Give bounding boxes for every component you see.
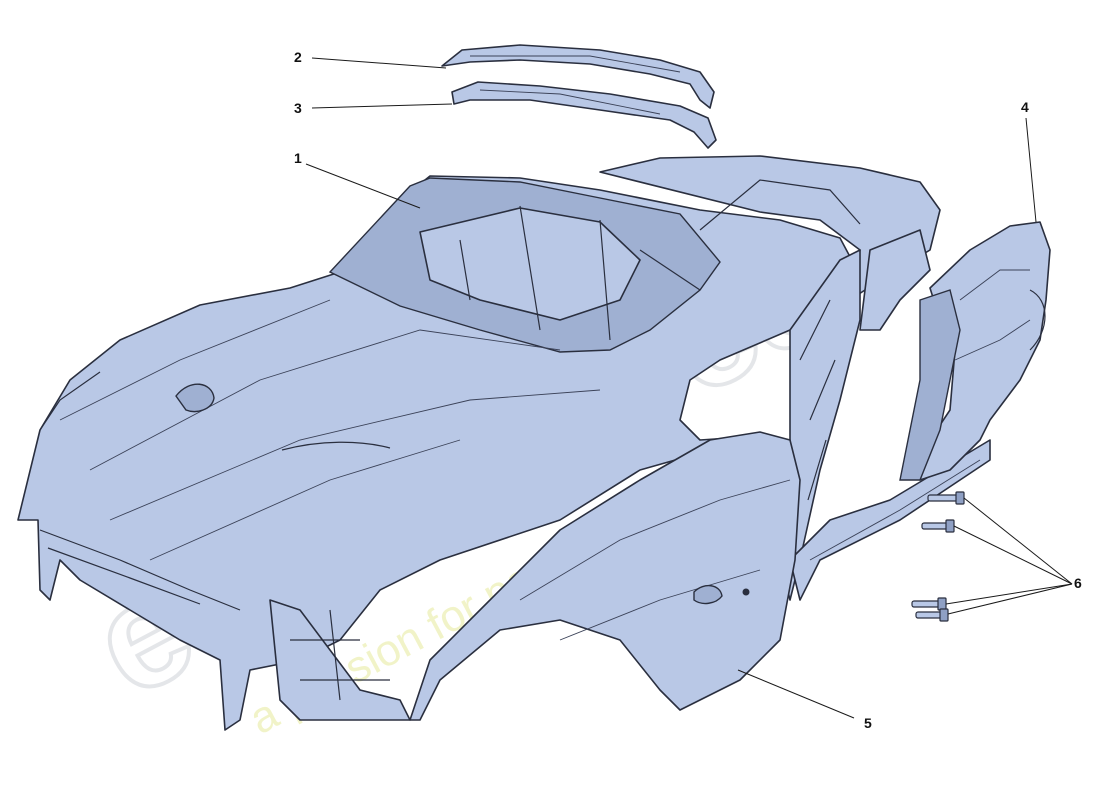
part-1-body-shell bbox=[17, 155, 991, 731]
bolt-icon bbox=[921, 519, 955, 533]
callout-3: 3 bbox=[294, 100, 302, 116]
callout-1: 1 bbox=[294, 150, 302, 166]
callout-6: 6 bbox=[1074, 575, 1082, 591]
part-3-windshield-header-lower bbox=[451, 81, 717, 149]
callout-labels: 1 2 3 4 5 6 bbox=[294, 49, 1082, 731]
callout-4: 4 bbox=[1021, 99, 1029, 115]
bolt-icon bbox=[915, 608, 949, 622]
part-4-rear-quarter-panel bbox=[899, 221, 1051, 481]
part-5-front-fender bbox=[409, 431, 801, 721]
leader-lines bbox=[305, 57, 1073, 719]
part-2-windshield-header-upper bbox=[441, 44, 715, 109]
part-6-fasteners bbox=[911, 491, 965, 622]
callout-5: 5 bbox=[864, 715, 872, 731]
bolt-icon bbox=[911, 597, 947, 611]
callout-2: 2 bbox=[294, 49, 302, 65]
bolt-icon bbox=[927, 491, 965, 505]
